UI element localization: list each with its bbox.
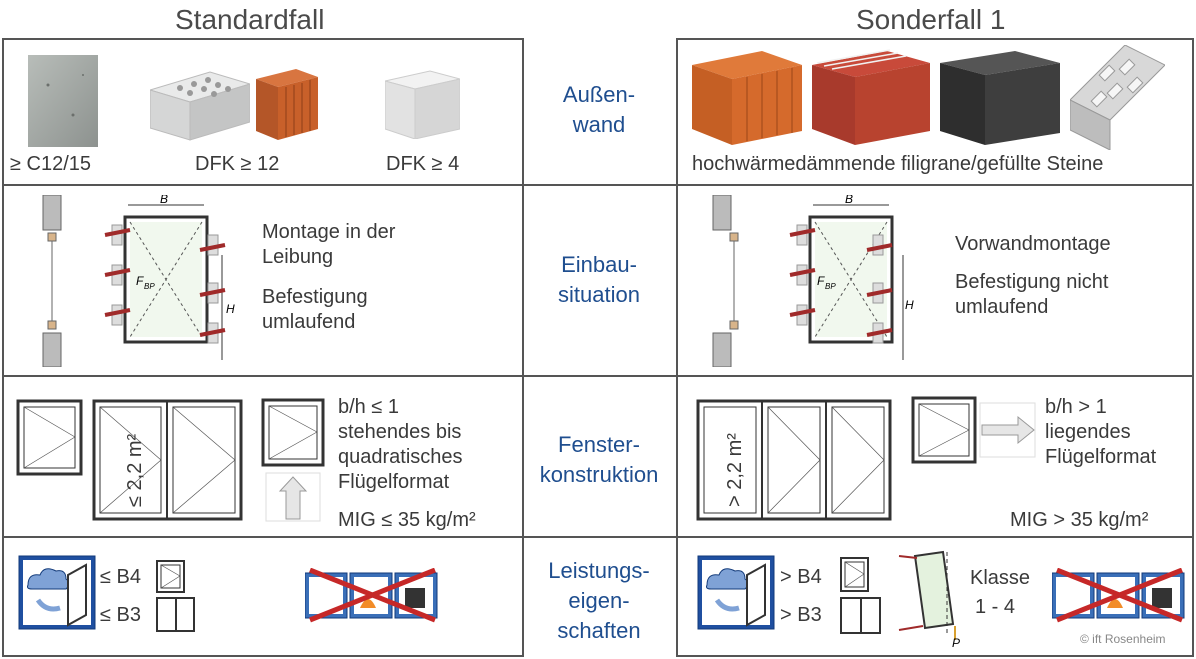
label-leistungseigenschaften: Leistungs-eigen-schaften (548, 558, 650, 643)
right-panel (676, 38, 1194, 657)
wall-section-left (42, 195, 62, 367)
insulation-bricks-label: hochwärmedämmende filigrane/gefüllte Ste… (692, 153, 1104, 175)
svg-text:P: P (952, 636, 960, 648)
svg-text:BP: BP (144, 282, 155, 291)
row-divider-3 (2, 536, 1194, 538)
concrete-class-label: ≥ C12/15 (10, 153, 92, 175)
install-left-text-4: umlaufend (262, 311, 356, 333)
klasse-label: Klasse (970, 567, 1031, 589)
format-left-2: quadratisches (338, 446, 463, 468)
insulation-brick-image-1 (692, 51, 802, 145)
svg-text:BP: BP (825, 282, 836, 291)
label-fensterkonstruktion: Fenster-konstruktion (539, 432, 659, 487)
svg-text:F: F (817, 274, 825, 288)
install-right-text-3: umlaufend (955, 296, 1049, 318)
perf-left-b3: ≤ B3 (100, 604, 141, 626)
format-left-1: stehendes bis (338, 421, 462, 443)
klasse-range: 1 - 4 (975, 596, 1016, 618)
svg-text:> 2,2 m²: > 2,2 m² (724, 433, 746, 507)
install-right-text-2: Befestigung nicht (955, 271, 1109, 293)
brick-image (256, 69, 318, 140)
title-special: Sonderfall 1 (856, 4, 1006, 35)
dfk4-label: DFK ≥ 4 (386, 153, 460, 175)
window-fixing-diagram-left: B H F BP (104, 195, 235, 360)
label-aussenwand: Außen-wand (562, 82, 636, 137)
install-left-text-1: Montage in der (262, 221, 396, 243)
aerated-block-image (385, 70, 460, 139)
window-fixing-diagram-right: B H F BP (789, 195, 914, 360)
row-divider-1 (2, 184, 1194, 186)
crossed-out-icons-right (1052, 568, 1185, 623)
ratio-right: b/h > 1 (1045, 396, 1107, 418)
mig-left: MIG ≤ 35 kg/m² (338, 509, 476, 531)
copyright-label: © ift Rosenheim (1080, 632, 1166, 646)
svg-text:B: B (160, 195, 168, 206)
single-sash-window-left (261, 398, 325, 522)
svg-text:F: F (136, 274, 144, 288)
window-construction-left: ≤ 2,2 m² (16, 399, 243, 521)
format-right-2: Flügelformat (1045, 446, 1157, 468)
insulation-brick-image-4 (1070, 45, 1165, 150)
label-einbausituation: Einbau-situation (558, 252, 640, 307)
title-standard: Standardfall (175, 4, 325, 35)
calcium-silicate-block-image (150, 71, 250, 141)
svg-text:H: H (905, 298, 914, 312)
svg-text:≤ 2,2 m²: ≤ 2,2 m² (124, 433, 146, 507)
small-window-icon-b4-left (156, 560, 185, 593)
sash-load-diagram: P (898, 550, 960, 648)
mig-right: MIG > 35 kg/m² (1010, 509, 1149, 531)
insulation-brick-image-3 (940, 51, 1060, 145)
dfk12-label: DFK ≥ 12 (195, 153, 280, 175)
wall-section-right (712, 195, 739, 367)
format-left-3: Flügelformat (338, 471, 450, 493)
ratio-left: b/h ≤ 1 (338, 396, 400, 418)
format-right-1: liegendes (1045, 421, 1131, 443)
concrete-image (28, 55, 98, 147)
single-sash-window-right (911, 396, 1036, 464)
perf-right-b3: > B3 (780, 604, 822, 626)
perf-left-b4: ≤ B4 (100, 566, 141, 588)
small-window-icon-b3-right (840, 597, 881, 634)
install-left-text-2: Leibung (262, 246, 334, 268)
small-window-icon-b4-right (840, 557, 869, 592)
install-left-text-3: Befestigung (262, 286, 368, 308)
perf-right-b4: > B4 (780, 566, 822, 588)
install-right-text-1: Vorwandmontage (955, 233, 1111, 255)
window-construction-right: > 2,2 m² (696, 399, 892, 521)
row-divider-2 (2, 375, 1194, 377)
insulation-brick-image-2 (812, 49, 930, 145)
crossed-out-icons-left (305, 568, 438, 623)
wind-load-icon-left (18, 555, 96, 630)
wind-load-icon-right (697, 555, 775, 630)
left-panel (2, 38, 524, 657)
small-window-icon-b3-left (156, 597, 195, 632)
svg-text:B: B (845, 195, 853, 206)
svg-text:H: H (226, 302, 235, 316)
